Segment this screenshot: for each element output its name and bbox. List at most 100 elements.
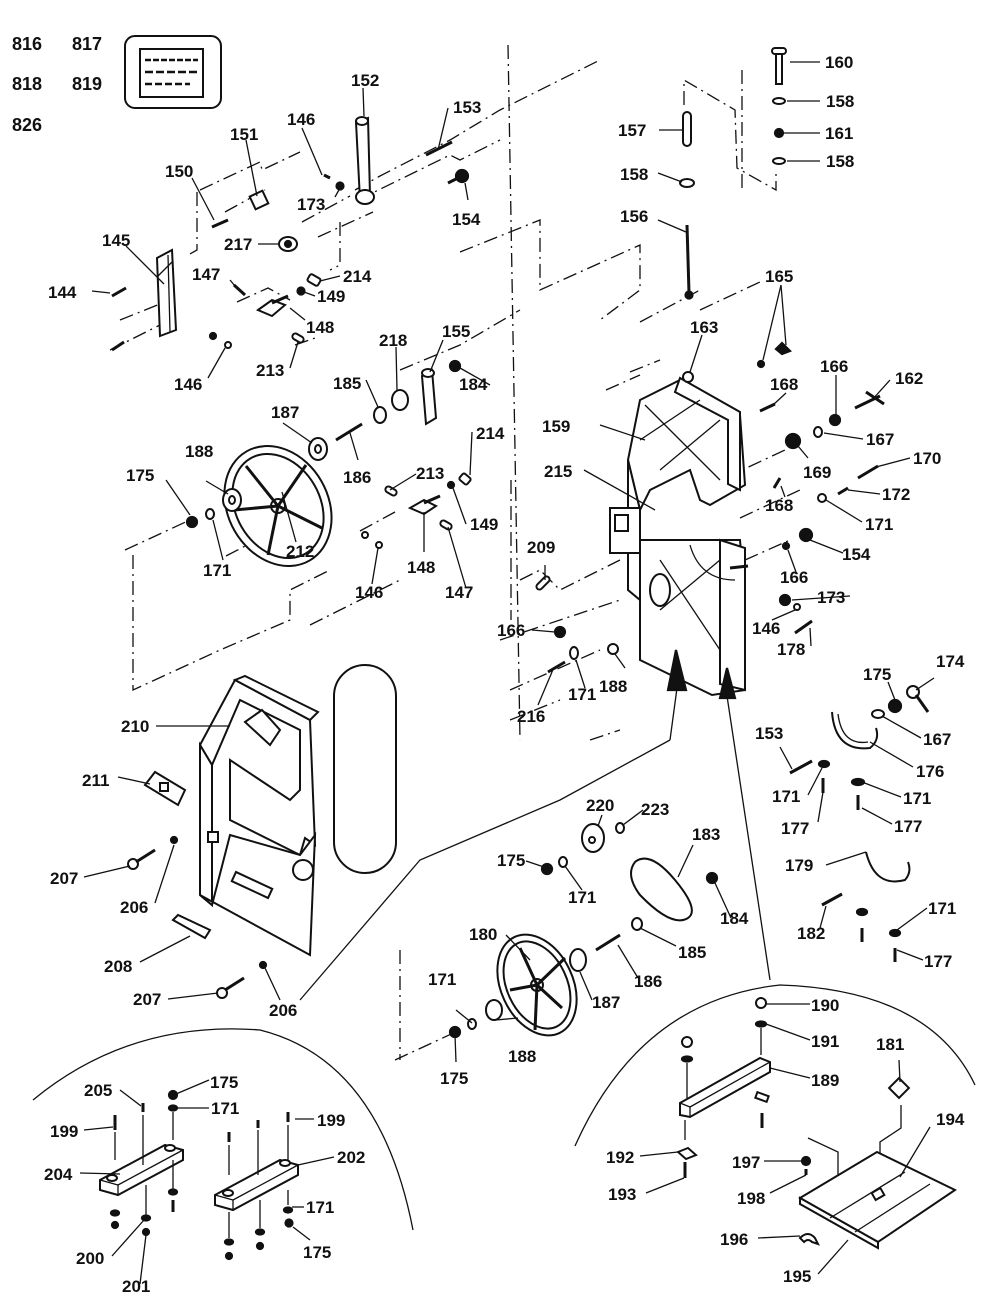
part-146-top-left	[208, 331, 218, 341]
label-177: 177	[924, 952, 952, 971]
label-211: 211	[82, 771, 109, 790]
label-194: 194	[936, 1110, 965, 1129]
nut-175-mid	[540, 862, 554, 876]
pin-157	[682, 111, 692, 147]
label-188: 188	[508, 1047, 536, 1066]
label-167: 167	[923, 730, 951, 749]
nut-166-a	[828, 413, 842, 427]
pulley-220	[581, 823, 605, 853]
label-187: 187	[271, 403, 299, 422]
label-157: 157	[618, 121, 646, 140]
washer-171-c	[569, 646, 579, 660]
washer-158-a	[772, 97, 786, 105]
label-185: 185	[678, 943, 706, 962]
saw-blade	[333, 664, 397, 874]
label-198: 198	[737, 1189, 765, 1208]
label-202: 202	[337, 1148, 365, 1167]
trunnion-176	[831, 711, 879, 750]
label-206: 206	[269, 1001, 297, 1020]
label-158: 158	[620, 165, 648, 184]
label-177: 177	[781, 819, 809, 838]
nut-166-c	[553, 625, 567, 639]
washer-188-c	[607, 643, 619, 655]
label-218: 218	[379, 331, 407, 350]
nut-184-lower	[705, 871, 719, 885]
frame-casting-159	[626, 371, 749, 697]
washer-171-e	[850, 777, 866, 787]
label-145: 145	[102, 231, 130, 250]
label-210: 210	[121, 717, 149, 736]
label-191: 191	[811, 1032, 839, 1051]
label-152: 152	[351, 71, 379, 90]
washer-218	[391, 389, 409, 411]
insert-181	[887, 1076, 911, 1100]
label-212: 212	[286, 542, 314, 561]
label-207: 207	[50, 869, 78, 888]
label-153: 153	[453, 98, 481, 117]
label-214: 214	[476, 424, 505, 443]
knob-207-b	[216, 976, 245, 999]
screw-144	[111, 286, 127, 352]
label-209: 209	[527, 538, 555, 557]
label-181: 181	[876, 1035, 904, 1054]
label-161: 161	[825, 124, 853, 143]
part-149-mid	[446, 480, 456, 490]
label-183: 183	[692, 825, 720, 844]
nut-175-right	[887, 698, 903, 714]
label-171: 171	[306, 1198, 334, 1217]
axle-186-upper	[335, 422, 363, 442]
label-148: 148	[306, 318, 334, 337]
screw-172	[837, 486, 849, 496]
table-194	[798, 1150, 957, 1250]
label-173: 173	[297, 195, 325, 214]
plate-192	[676, 1146, 698, 1161]
label-146: 146	[752, 619, 780, 638]
header-part-817: 817	[72, 34, 102, 54]
label-208: 208	[104, 957, 132, 976]
washer-167-b	[871, 709, 885, 719]
foot-hardware	[109, 1089, 294, 1261]
label-178: 178	[777, 640, 805, 659]
header-part-numbers: 816 817 818 819 826	[12, 34, 102, 135]
label-149: 149	[470, 515, 498, 534]
label-185: 185	[333, 374, 361, 393]
label-171: 171	[772, 787, 800, 806]
label-171: 171	[903, 789, 931, 808]
label-148: 148	[407, 558, 435, 577]
guide-block-148-mid	[407, 494, 441, 516]
guide-block-148-top	[255, 294, 289, 318]
label-170: 170	[913, 449, 941, 468]
knob-207-a	[127, 848, 156, 870]
washer-171-d	[817, 759, 831, 769]
washer-158-b	[772, 157, 786, 165]
label-180: 180	[469, 925, 497, 944]
label-215: 215	[544, 462, 572, 481]
upper-wheel-212	[223, 444, 333, 568]
washer-185-lower	[631, 917, 643, 931]
washer-206-b	[258, 960, 268, 970]
label-197: 197	[732, 1153, 760, 1172]
label-213: 213	[256, 361, 284, 380]
bracket-208	[171, 913, 212, 940]
washer-171-b	[817, 493, 827, 503]
slide-155	[420, 368, 438, 426]
lever-170	[857, 464, 879, 480]
label-166: 166	[497, 621, 525, 640]
pin-162	[854, 390, 885, 410]
washer-206-a	[169, 835, 179, 845]
switch-box-215	[609, 507, 641, 554]
rod-156	[684, 224, 694, 300]
pin-153-lower	[789, 759, 813, 775]
axle-186-lower	[595, 933, 621, 952]
bolt-160	[771, 47, 787, 85]
label-156: 156	[620, 207, 648, 226]
label-169: 169	[803, 463, 831, 482]
header-part-826: 826	[12, 115, 42, 135]
label-171: 171	[568, 888, 596, 907]
detail-circle-left	[32, 1028, 414, 1231]
washer-171-g	[888, 928, 902, 938]
label-201: 201	[122, 1277, 150, 1296]
label-196: 196	[720, 1230, 748, 1249]
label-193: 193	[608, 1185, 636, 1204]
blade-guide-bracket	[155, 248, 178, 338]
